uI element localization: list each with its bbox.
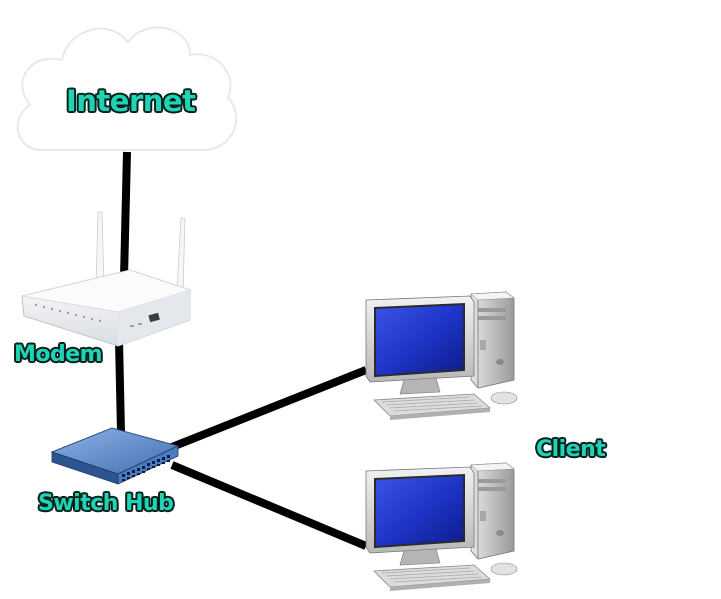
modem-router-icon	[21, 211, 192, 347]
client-label: Client	[536, 437, 606, 462]
switch-hub-icon	[50, 427, 180, 485]
client-computer-icon	[365, 291, 518, 421]
client-computer-icon	[365, 462, 518, 592]
cables	[115, 151, 368, 550]
cable-internet-modem	[120, 151, 131, 279]
modem-label: Modem	[14, 342, 103, 367]
cable-modem-switch	[115, 339, 125, 433]
internet-cloud-icon	[16, 26, 238, 151]
cable-switch-client-2	[170, 461, 368, 550]
cable-switch-client-1	[170, 366, 368, 451]
internet-label: Internet	[66, 84, 196, 118]
switch-hub-label: Switch Hub	[38, 491, 174, 516]
